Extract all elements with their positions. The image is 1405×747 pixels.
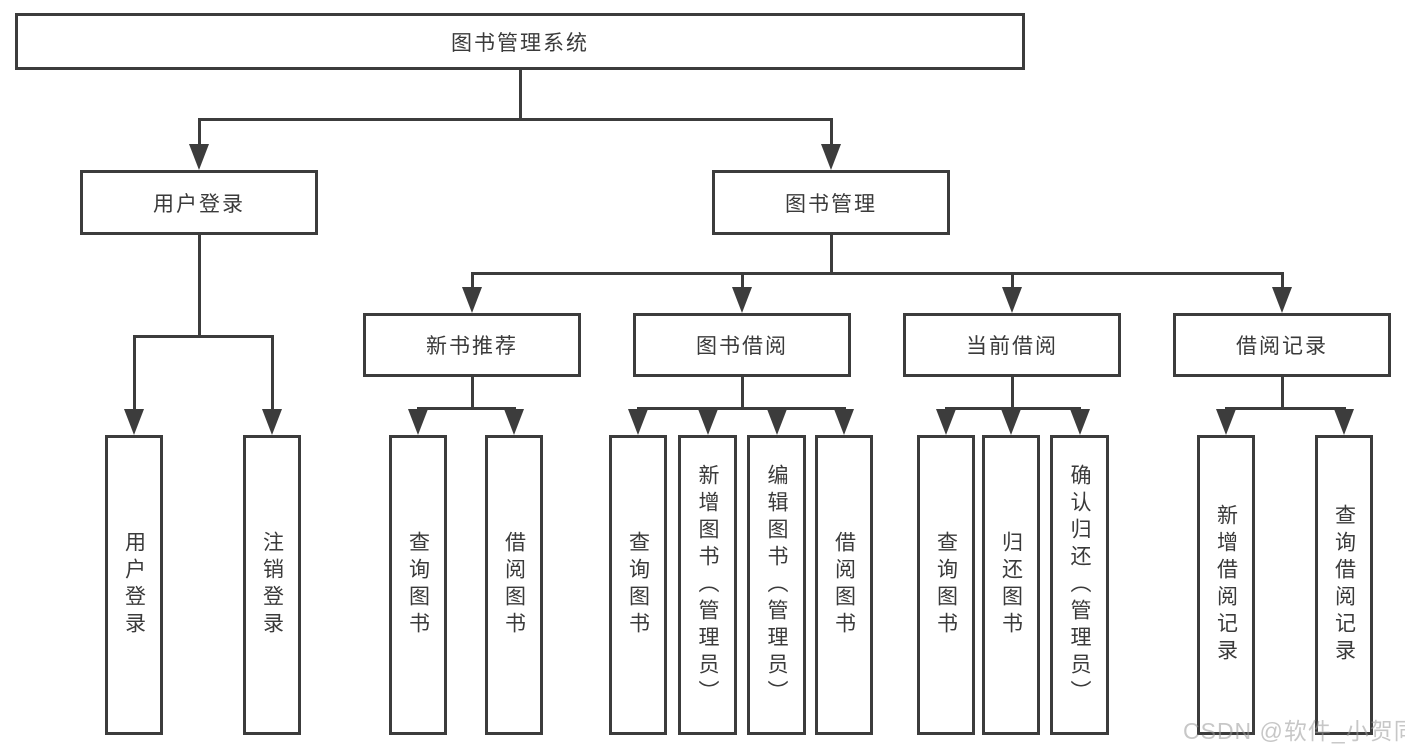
node-current-borrow: 当前借阅	[903, 313, 1121, 377]
node-leaf-cb-query: 查询图书	[917, 435, 975, 735]
node-label-book-mgmt: 图书管理	[785, 192, 877, 216]
arrowhead-down-icon	[732, 287, 752, 313]
node-leaf-user-login: 用户登录	[105, 435, 163, 735]
node-borrow-records: 借阅记录	[1173, 313, 1391, 377]
node-book-mgmt: 图书管理	[712, 170, 950, 235]
arrowhead-down-icon	[766, 409, 787, 435]
arrowhead-down-icon	[1002, 287, 1022, 313]
node-label-leaf-nb-query: 查询图书	[406, 531, 430, 639]
node-label-root: 图书管理系统	[451, 31, 589, 55]
connector-line	[1224, 407, 1346, 410]
node-leaf-br-query: 查询借阅记录	[1315, 435, 1373, 735]
arrowhead-down-icon	[408, 409, 428, 435]
node-leaf-logout: 注销登录	[243, 435, 301, 735]
arrowhead-down-icon	[821, 144, 841, 170]
node-leaf-bb-add: 新增图书（管理员）	[678, 435, 737, 735]
connector-line	[270, 335, 274, 429]
node-leaf-nb-borrow: 借阅图书	[485, 435, 543, 735]
node-label-borrow-records: 借阅记录	[1236, 335, 1328, 358]
node-label-leaf-cb-query: 查询图书	[934, 531, 958, 639]
connector-line	[740, 377, 744, 407]
node-label-leaf-cb-confirm: 确认归还（管理员）	[1068, 463, 1091, 707]
watermark: CSDN @软件_小贺同学	[1183, 718, 1405, 744]
node-label-leaf-bb-borrow: 借阅图书	[832, 531, 856, 639]
connector-line	[518, 70, 522, 118]
arrowhead-down-icon	[1069, 409, 1090, 435]
node-label-leaf-bb-add: 新增图书（管理员）	[696, 463, 719, 707]
arrowhead-down-icon	[1334, 409, 1354, 435]
connector-line	[470, 377, 474, 407]
node-leaf-bb-borrow: 借阅图书	[815, 435, 873, 735]
arrowhead-down-icon	[1272, 287, 1292, 313]
node-new-books: 新书推荐	[363, 313, 581, 377]
arrowhead-down-icon	[262, 409, 282, 435]
connector-line	[829, 118, 833, 164]
node-leaf-cb-confirm: 确认归还（管理员）	[1050, 435, 1109, 735]
node-leaf-br-add: 新增借阅记录	[1197, 435, 1255, 735]
node-label-leaf-br-query: 查询借阅记录	[1332, 504, 1356, 666]
node-label-leaf-bb-query: 查询图书	[626, 531, 650, 639]
arrowhead-down-icon	[697, 409, 718, 435]
arrowhead-down-icon	[936, 409, 956, 435]
node-user-login: 用户登录	[80, 170, 318, 235]
connector-line	[1280, 377, 1284, 407]
node-root: 图书管理系统	[15, 13, 1025, 70]
node-label-leaf-cb-return: 归还图书	[999, 531, 1023, 639]
arrowhead-down-icon	[1001, 409, 1021, 435]
connector-line	[944, 407, 1081, 410]
arrowhead-down-icon	[834, 409, 854, 435]
arrowhead-down-icon	[504, 409, 524, 435]
node-label-leaf-br-add: 新增借阅记录	[1214, 504, 1238, 666]
node-book-borrow: 图书借阅	[633, 313, 851, 377]
node-leaf-cb-return: 归还图书	[982, 435, 1040, 735]
node-leaf-bb-query: 查询图书	[609, 435, 667, 735]
connector-line	[197, 235, 201, 335]
node-label-leaf-bb-edit: 编辑图书（管理员）	[765, 463, 788, 707]
connector-line	[132, 335, 274, 338]
node-leaf-nb-query: 查询图书	[389, 435, 447, 735]
arrowhead-down-icon	[189, 144, 209, 170]
node-label-current-borrow: 当前借阅	[966, 335, 1058, 358]
arrowhead-down-icon	[628, 409, 648, 435]
arrowhead-down-icon	[124, 409, 144, 435]
connector-line	[829, 235, 833, 272]
connector-line	[470, 272, 1284, 275]
connector-line	[197, 118, 833, 121]
node-label-leaf-nb-borrow: 借阅图书	[502, 531, 526, 639]
node-label-leaf-user-login: 用户登录	[122, 531, 146, 639]
arrowhead-down-icon	[1216, 409, 1236, 435]
node-label-user-login: 用户登录	[153, 192, 245, 216]
node-label-leaf-logout: 注销登录	[260, 531, 284, 639]
connector-line	[197, 118, 201, 164]
node-label-book-borrow: 图书借阅	[696, 335, 788, 358]
node-label-new-books: 新书推荐	[426, 335, 518, 358]
connector-line	[636, 407, 846, 410]
connector-line	[132, 335, 136, 429]
node-leaf-bb-edit: 编辑图书（管理员）	[747, 435, 806, 735]
connector-line	[1010, 377, 1014, 407]
arrowhead-down-icon	[462, 287, 482, 313]
connector-line	[416, 407, 516, 410]
